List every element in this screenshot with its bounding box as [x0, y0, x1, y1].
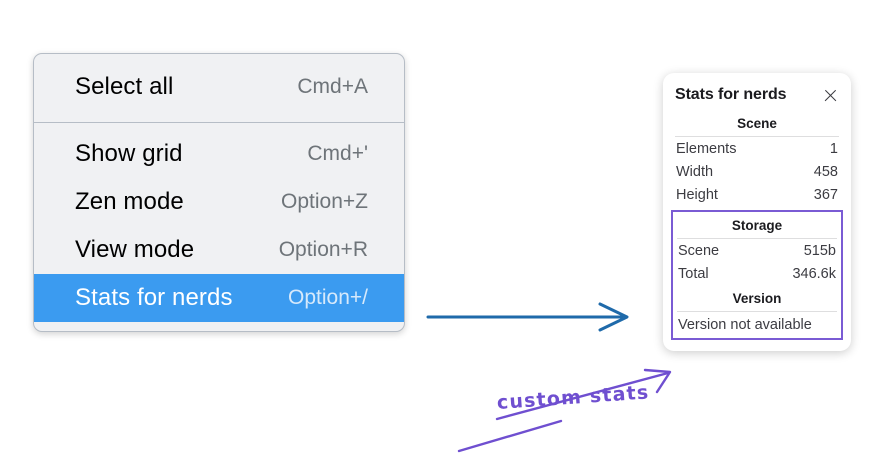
stats-row-elements: Elements 1 — [673, 137, 841, 160]
menu-item-view-mode[interactable]: View mode Option+R — [34, 226, 404, 274]
menu-item-label: Zen mode — [75, 188, 184, 215]
stats-row-value: 367 — [813, 187, 838, 203]
section-title-scene: Scene — [737, 116, 777, 131]
menu-item-label: Stats for nerds — [75, 284, 233, 311]
stats-row-key: Height — [676, 187, 718, 203]
menu-item-shortcut: Cmd+' — [307, 142, 368, 165]
stats-row-key: Width — [676, 164, 714, 180]
menu-group-view: Show grid Cmd+' Zen mode Option+Z View m… — [34, 123, 404, 331]
stats-for-nerds-panel[interactable]: Stats for nerds Scene Elements 1 Width 4… — [663, 73, 851, 351]
stats-section-scene: Scene Elements 1 Width 458 Height 367 — [673, 110, 841, 206]
menu-item-label: View mode — [75, 236, 195, 263]
stats-panel-header: Stats for nerds — [673, 83, 841, 110]
section-rule — [677, 311, 837, 312]
stats-panel-title: Stats for nerds — [675, 86, 787, 103]
blue-arrow — [426, 302, 629, 332]
menu-item-shortcut: Option+Z — [281, 190, 368, 213]
menu-item-zen-mode[interactable]: Zen mode Option+Z — [34, 178, 404, 226]
menu-item-show-grid[interactable]: Show grid Cmd+' — [34, 130, 404, 178]
stats-row-storage-total: Total 346.6k — [675, 262, 839, 285]
menu-group-selection: Select all Cmd+A — [34, 54, 404, 122]
custom-stats-label: custom stats — [496, 381, 651, 414]
close-icon[interactable] — [822, 87, 839, 104]
stats-row-value: 515b — [803, 243, 836, 259]
stats-version-text: Version not available — [678, 317, 812, 333]
menu-item-shortcut: Option+R — [278, 238, 368, 261]
section-rule — [675, 136, 839, 137]
stats-row-key: Total — [678, 266, 709, 282]
menu-item-shortcut: Option+/ — [288, 286, 368, 309]
custom-stats-highlight-box: Storage Scene 515b Total 346.6k Version … — [671, 210, 843, 340]
stats-row-key: Elements — [676, 141, 737, 157]
stats-row-height: Height 367 — [673, 183, 841, 206]
stats-row-key: Scene — [678, 243, 720, 259]
stats-row-width: Width 458 — [673, 160, 841, 183]
section-title-storage: Storage — [731, 218, 783, 233]
menu-item-label: Select all — [75, 73, 174, 100]
menu-item-label: Show grid — [75, 140, 183, 167]
stats-row-value: 346.6k — [792, 266, 836, 282]
menu-item-shortcut: Cmd+A — [297, 75, 368, 98]
context-menu[interactable]: Select all Cmd+A Show grid Cmd+' Zen mod… — [33, 53, 405, 332]
stats-row-value: 458 — [813, 164, 838, 180]
stats-row-value: 1 — [829, 141, 838, 157]
section-title-version: Version — [732, 291, 782, 306]
menu-item-stats-for-nerds[interactable]: Stats for nerds Option+/ — [34, 274, 404, 322]
stats-row-storage-scene: Scene 515b — [675, 239, 839, 262]
menu-divider — [34, 122, 404, 123]
stats-section-version: Version Version not available — [675, 285, 839, 335]
menu-item-select-all[interactable]: Select all Cmd+A — [34, 63, 404, 111]
section-rule — [677, 238, 837, 239]
stats-section-storage: Storage Scene 515b Total 346.6k — [675, 212, 839, 285]
purple-underline-stroke — [457, 419, 563, 453]
